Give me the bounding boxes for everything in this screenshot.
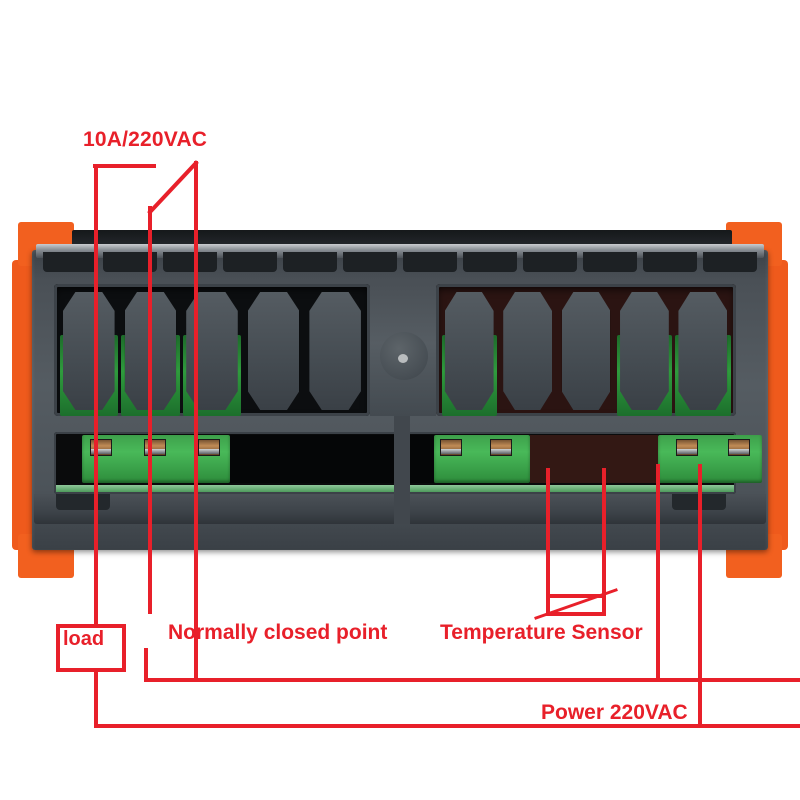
right-terminal-slots — [440, 289, 732, 416]
thermistor-diagonal — [534, 588, 618, 620]
vent-tooth — [703, 252, 757, 272]
vent-tooth — [283, 252, 337, 272]
thermistor-body — [546, 594, 606, 616]
terminal-slot — [182, 289, 242, 416]
vent-tooth — [403, 252, 457, 272]
leader-line-load-return — [94, 668, 800, 728]
terminal-screw — [198, 439, 220, 456]
left-terminal-slots — [58, 289, 366, 416]
terminal-slot — [441, 289, 497, 416]
center-rib — [394, 416, 410, 524]
vent-tooth — [223, 252, 277, 272]
terminal-screw — [440, 439, 462, 456]
terminal-slot — [616, 289, 673, 416]
terminal-slot — [306, 289, 365, 416]
label-load: load — [63, 628, 105, 650]
skirt-notch-left — [56, 494, 110, 510]
terminal-slot — [59, 289, 119, 416]
skirt-notch-right — [672, 494, 726, 510]
vent-tooth — [43, 252, 97, 272]
terminal-screw — [490, 439, 512, 456]
terminal-gap-center-2 — [406, 435, 434, 483]
terminal-slot — [675, 289, 731, 416]
label-normally-closed: Normally closed point — [168, 621, 388, 644]
terminal-screw — [144, 439, 166, 456]
housing-top-edge-highlight — [36, 244, 764, 258]
leader-line-nc-bus — [144, 648, 800, 682]
vent-teeth-row — [40, 252, 760, 272]
terminal-screw — [676, 439, 698, 456]
label-power: Power 220VAC — [541, 701, 688, 724]
terminal-block-middle — [434, 435, 530, 483]
terminal-screw — [728, 439, 750, 456]
label-rating: 10A/220VAC — [83, 128, 208, 151]
leader-rating-diagonal — [147, 160, 199, 215]
terminal-slot — [558, 289, 613, 416]
sensor-terminal-recess — [530, 435, 658, 483]
vent-tooth — [583, 252, 637, 272]
label-temperature-sensor: Temperature Sensor — [440, 621, 643, 644]
terminal-slot — [244, 289, 303, 416]
vent-tooth — [343, 252, 397, 272]
terminal-block-right — [658, 435, 762, 483]
right-terminal-window — [436, 284, 736, 416]
vent-tooth — [643, 252, 697, 272]
vent-tooth — [463, 252, 517, 272]
left-terminal-window — [54, 284, 370, 416]
terminal-slot — [500, 289, 555, 416]
terminal-slot — [121, 289, 180, 416]
vent-tooth — [163, 252, 217, 272]
vent-tooth — [103, 252, 157, 272]
terminal-gap-center — [230, 435, 406, 483]
center-boss-pin — [398, 354, 408, 363]
terminal-screw — [90, 439, 112, 456]
vent-tooth — [523, 252, 577, 272]
temperature-controller-device — [12, 222, 788, 580]
terminal-block-left — [82, 435, 230, 483]
